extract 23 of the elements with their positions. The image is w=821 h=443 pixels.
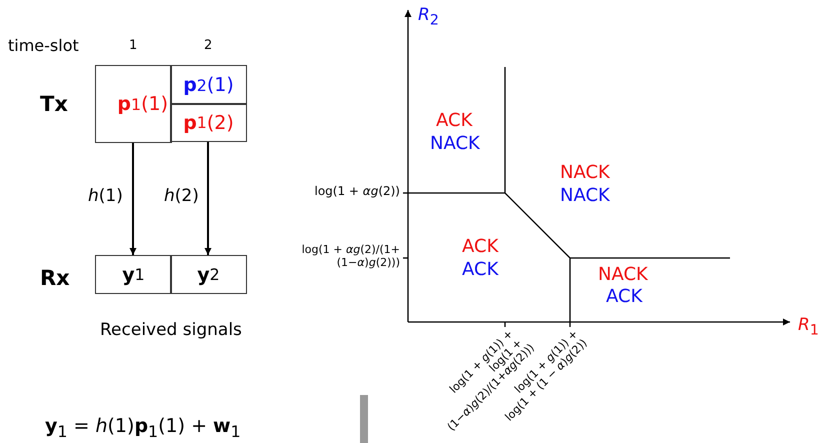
edge-label: h(1) xyxy=(88,186,123,206)
region-label: ACK xyxy=(606,286,642,307)
arrow xyxy=(204,142,212,255)
caption-text: Received signals xyxy=(100,320,242,340)
row-label: Rx xyxy=(40,266,70,290)
slot-number: 2 xyxy=(204,38,212,53)
region-label: NACK xyxy=(560,185,610,206)
slot-number: 1 xyxy=(129,38,138,53)
equation: y$_{1}$ = h(1)p$_{1}$(1) + w$_{1}$ xyxy=(45,415,241,441)
axis-label: R$_{1}$ xyxy=(798,315,819,338)
region-label: NACK xyxy=(430,133,480,154)
arrow xyxy=(130,143,136,255)
region-label: NACK xyxy=(598,264,648,285)
row-label: Tx xyxy=(40,92,68,116)
region-label: ACK xyxy=(462,236,498,257)
column-heading: time-slot xyxy=(8,36,79,55)
region-label: NACK xyxy=(560,162,610,183)
tick-label: log(1 + αg(2)/(1+(1−α)g(2))) xyxy=(300,244,400,270)
region-label: ACK xyxy=(462,259,498,280)
edge-label: h(2) xyxy=(164,186,199,206)
region-label: ACK xyxy=(436,110,472,131)
axis-label: R$_{2}$ xyxy=(418,5,439,28)
tick-label: log(1 + αg(2)) xyxy=(314,185,400,199)
